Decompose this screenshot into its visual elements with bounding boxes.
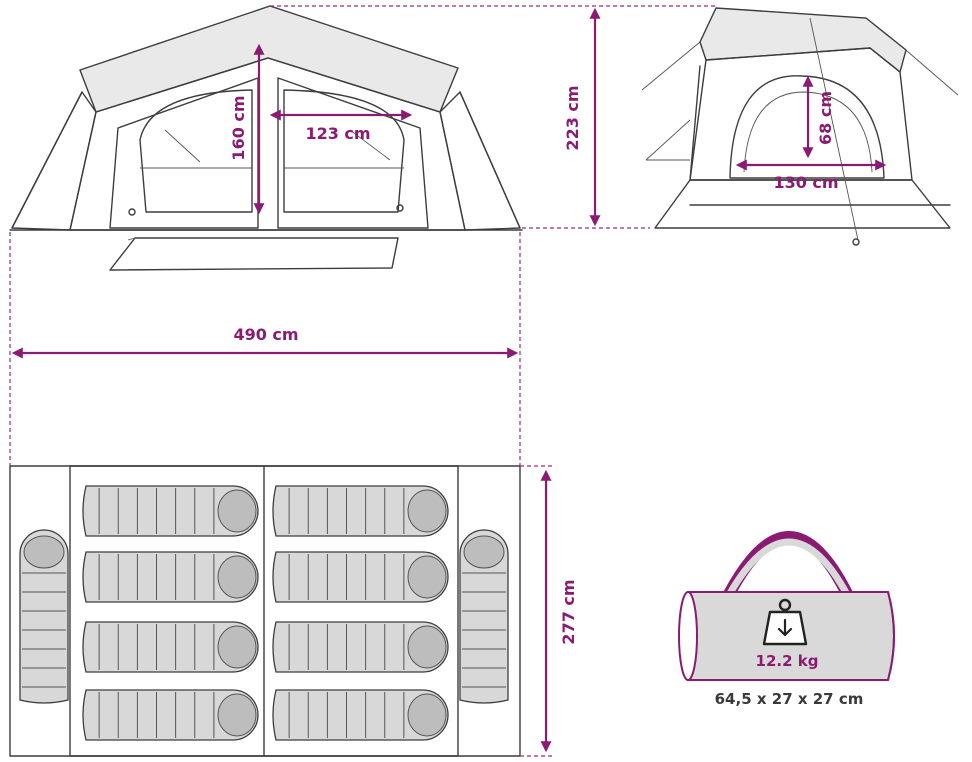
- sleeping-bag-icon: [272, 689, 449, 741]
- label-inner-height: 160 cm: [229, 95, 248, 160]
- tent-front-view: [9, 5, 523, 271]
- label-total-length: 490 cm: [233, 325, 298, 344]
- sleeping-bags: [19, 485, 509, 741]
- label-package-size: 64,5 x 27 x 27 cm: [715, 690, 864, 708]
- sleeping-bag-icon: [19, 529, 69, 704]
- sleeping-bag-icon: [272, 551, 449, 603]
- sleeping-bag-icon: [82, 551, 259, 603]
- sleeping-bag-icon: [82, 485, 259, 537]
- label-total-height: 223 cm: [563, 85, 582, 150]
- tent-side-view: [641, 7, 959, 246]
- label-side-door-width: 130 cm: [773, 173, 838, 192]
- label-floor-width: 277 cm: [559, 579, 578, 644]
- sleeping-bag-icon: [82, 689, 259, 741]
- label-weight: 12.2 kg: [756, 652, 819, 670]
- weight-icon: [762, 598, 808, 646]
- label-door-height: 68 cm: [816, 91, 835, 145]
- sleeping-bag-icon: [82, 621, 259, 673]
- sleeping-bag-icon: [272, 621, 449, 673]
- sleeping-bag-icon: [459, 529, 509, 704]
- label-door-width: 123 cm: [305, 124, 370, 143]
- sleeping-bag-icon: [272, 485, 449, 537]
- floor-plan: [9, 465, 521, 757]
